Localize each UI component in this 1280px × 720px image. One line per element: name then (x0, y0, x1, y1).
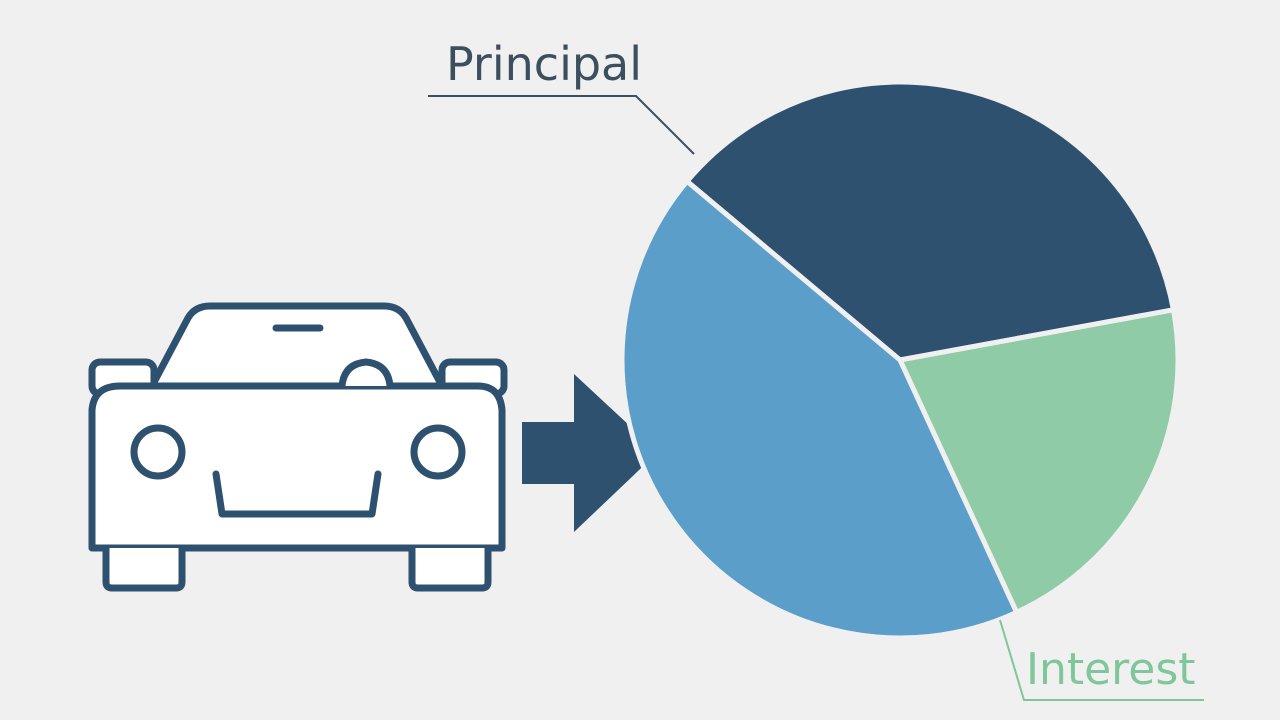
car-icon (88, 302, 508, 592)
principal-leader-line (428, 95, 695, 155)
car-grille (212, 470, 382, 518)
car-wheel-left (102, 544, 186, 592)
car-wheel-right (408, 544, 492, 592)
car-headlight-left (130, 424, 186, 480)
pie-chart (619, 79, 1181, 641)
interest-label: Interest (1026, 644, 1196, 695)
arrow-right-icon (522, 374, 658, 532)
car-seat (338, 358, 394, 390)
pie-slice-unlabeled (619, 178, 1020, 641)
interest-leader-line (999, 619, 1204, 701)
pie-slice-principal (684, 79, 1176, 363)
car-body (88, 382, 506, 552)
pie-slice-interest (897, 307, 1181, 615)
principal-label: Principal (446, 37, 642, 91)
car-roof (148, 302, 446, 390)
car-headlight-right (410, 424, 466, 480)
